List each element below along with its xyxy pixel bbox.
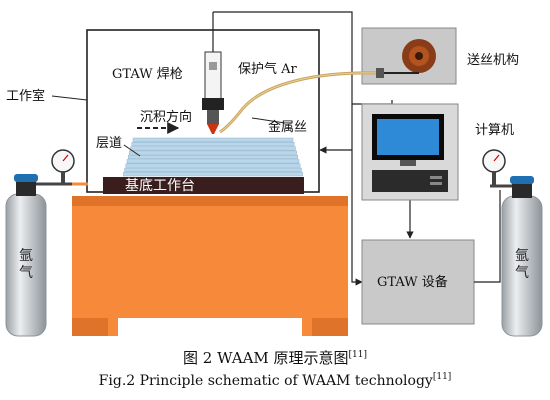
deposited-layer — [123, 172, 303, 177]
label-chamber: 工作室 — [6, 89, 46, 104]
label-layers: 层道 — [96, 136, 123, 151]
caption-zh-text: 图 2 WAAM 原理示意图 — [182, 349, 349, 367]
substrate-table-plate — [103, 177, 304, 194]
figure-caption-en: Fig.2 Principle schematic of WAAM techno… — [0, 368, 550, 390]
label-computer: 计算机 — [475, 123, 515, 138]
waam-diagram: GTAW 焊枪 保护气 Ar 送丝机构 工作室 沉积方向 金属丝 层道 基底工作… — [5, 11, 543, 340]
wire-spool-shape — [376, 39, 436, 78]
deposited-layer — [130, 146, 296, 151]
label-deposition-direction: 沉积方向 — [140, 110, 193, 125]
label-shield-gas: 保护气 Ar — [238, 62, 297, 77]
figure-caption-zh: 图 2 WAAM 原理示意图[11] — [0, 346, 550, 367]
label-gtaw-equipment: GTAW 设备 — [377, 275, 448, 290]
deposited-layer — [124, 167, 302, 172]
line-torch-to-equipment — [213, 11, 363, 286]
deposited-layer — [129, 150, 297, 155]
work-chamber — [86, 29, 320, 193]
deposited-layer — [132, 137, 294, 142]
left-argon-cylinder — [5, 149, 88, 337]
diagram-canvas — [5, 11, 543, 340]
label-substrate-table: 基底工作台 — [125, 178, 195, 194]
deposited-layer — [131, 142, 295, 147]
label-metal-wire: 金属丝 — [268, 120, 308, 135]
chamber-leader — [51, 95, 88, 101]
label-argon-left: 氩气 — [19, 248, 33, 281]
deposited-layer — [126, 159, 300, 164]
gtaw-torch-shape — [202, 12, 224, 134]
caption-zh-ref: [11] — [348, 350, 368, 360]
wire-leader — [251, 117, 286, 124]
label-wire-feeder: 送丝机构 — [467, 53, 520, 68]
deposited-layer — [127, 154, 299, 160]
layers-leader — [123, 144, 141, 157]
right-argon-cylinder — [482, 149, 543, 337]
orange-table — [72, 196, 348, 340]
caption-en-ref: [11] — [432, 372, 452, 382]
line-right-cylinder — [474, 190, 501, 283]
computer-shape — [361, 103, 459, 201]
deposited-layers — [123, 137, 303, 177]
deposited-layer — [125, 163, 301, 168]
label-gtaw-torch: GTAW 焊枪 — [112, 67, 183, 82]
gtaw-equipment-panel — [361, 239, 475, 325]
caption-en-text: Fig.2 Principle schematic of WAAM techno… — [98, 373, 433, 389]
line-computer-tap — [352, 100, 393, 105]
label-argon-right: 氩气 — [515, 248, 529, 281]
